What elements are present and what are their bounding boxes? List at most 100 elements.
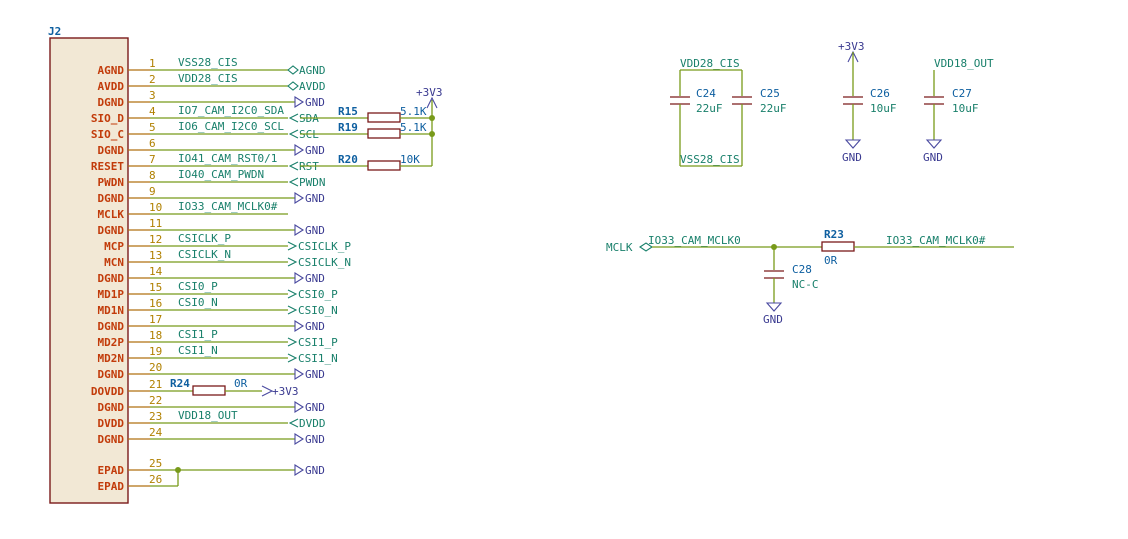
mclk-port-label: MCLK bbox=[606, 241, 633, 254]
pin-number: 17 bbox=[149, 313, 162, 326]
mclk-left-net: IO33_CAM_MCLK0 bbox=[648, 234, 741, 247]
connector-body bbox=[49, 37, 129, 504]
pin-name: MD1N bbox=[98, 304, 125, 317]
pin-number: 19 bbox=[149, 345, 162, 358]
pin-number: 24 bbox=[149, 426, 163, 439]
pin-number: 23 bbox=[149, 410, 162, 423]
r19-body bbox=[367, 128, 401, 139]
pin-name: DGND bbox=[98, 320, 125, 333]
r15-body bbox=[367, 112, 401, 123]
pin-number: 12 bbox=[149, 233, 162, 246]
pin-name: MCP bbox=[104, 240, 124, 253]
pin-number: 3 bbox=[149, 89, 156, 102]
port-label: CSICLK_N bbox=[298, 256, 351, 269]
r19-ref: R19 bbox=[338, 121, 358, 134]
net-label: VDD18_OUT bbox=[178, 409, 238, 422]
mclk-group: MCLK IO33_CAM_MCLK0 R23 0R IO33_CAM_MCLK… bbox=[606, 228, 1014, 326]
r24-value: 0R bbox=[234, 377, 248, 390]
c25-value: 22uF bbox=[760, 102, 787, 115]
r23-ref: R23 bbox=[824, 228, 844, 241]
c28-ref: C28 bbox=[792, 263, 812, 276]
c26-gnd-label: GND bbox=[842, 151, 862, 164]
c24-ref: C24 bbox=[696, 87, 716, 100]
c26-value: 10uF bbox=[870, 102, 897, 115]
r20-value: 10K bbox=[400, 153, 420, 166]
r20-ref: R20 bbox=[338, 153, 358, 166]
net-label: CSI0_P bbox=[178, 280, 218, 293]
pin-name: DGND bbox=[98, 224, 125, 237]
pullup-3v3-label: +3V3 bbox=[416, 86, 443, 99]
net-label: CSI1_P bbox=[178, 328, 218, 341]
pin-number: 21 bbox=[149, 378, 162, 391]
c27-value: 10uF bbox=[952, 102, 979, 115]
c27-top-net: VDD18_OUT bbox=[934, 57, 994, 70]
c24-bot-net: VSS28_CIS bbox=[680, 153, 740, 166]
pin-name: MD2P bbox=[98, 336, 125, 349]
net-label: IO33_CAM_MCLK0# bbox=[178, 200, 278, 213]
pin-number: 13 bbox=[149, 249, 162, 262]
net-label: VDD28_CIS bbox=[178, 72, 238, 85]
pin-name: DGND bbox=[98, 401, 125, 414]
r24-3v3-label: +3V3 bbox=[272, 385, 299, 398]
connector-ref: J2 bbox=[48, 25, 61, 38]
c26-ref: C26 bbox=[870, 87, 890, 100]
c26-group: +3V3 GND C26 10uF bbox=[838, 40, 897, 164]
port-label: PWDN bbox=[299, 176, 326, 189]
pin-number: 6 bbox=[149, 137, 156, 150]
pin-name: EPAD bbox=[98, 464, 125, 477]
c28-gnd-label: GND bbox=[763, 313, 783, 326]
r24-group: R24 0R +3V3 bbox=[150, 377, 299, 398]
c25-ref: C25 bbox=[760, 87, 780, 100]
pin-number: 4 bbox=[149, 105, 156, 118]
gnd-port: GND bbox=[305, 433, 325, 446]
port-label: CSI1_P bbox=[298, 336, 338, 349]
r20-body bbox=[367, 160, 401, 171]
c27-ref: C27 bbox=[952, 87, 972, 100]
pin-26: EPAD 26 bbox=[98, 473, 178, 493]
c27-group: VDD18_OUT GND C27 10uF bbox=[923, 57, 994, 164]
net-label: CSI0_N bbox=[178, 296, 218, 309]
r23-value: 0R bbox=[824, 254, 838, 267]
pin-name: DVDD bbox=[98, 417, 125, 430]
pin-name: EPAD bbox=[98, 480, 125, 493]
pin-name: MCN bbox=[104, 256, 124, 269]
net-label: CSICLK_P bbox=[178, 232, 231, 245]
pin-name: DGND bbox=[98, 144, 125, 157]
gnd-port: GND bbox=[305, 144, 325, 157]
pin-name: DGND bbox=[98, 433, 125, 446]
gnd-port: GND bbox=[305, 224, 325, 237]
pin-number: 20 bbox=[149, 361, 162, 374]
pin-name: PWDN bbox=[98, 176, 125, 189]
net-label: IO6_CAM_I2C0_SCL bbox=[178, 120, 284, 133]
net-label: IO7_CAM_I2C0_SDA bbox=[178, 104, 284, 117]
net-label: IO41_CAM_RST0/1 bbox=[178, 152, 277, 165]
port-label: AGND bbox=[299, 64, 326, 77]
pin-number: 26 bbox=[149, 473, 162, 486]
pin-number: 25 bbox=[149, 457, 162, 470]
pullup-network: R15 5.1K R19 5.1K R20 10K +3V3 bbox=[300, 86, 443, 171]
pin-number: 7 bbox=[149, 153, 156, 166]
net-label: CSI1_N bbox=[178, 344, 218, 357]
r19-value: 5.1K bbox=[400, 121, 427, 134]
pin-number: 16 bbox=[149, 297, 162, 310]
pin-name: DGND bbox=[98, 192, 125, 205]
port-label: CSICLK_P bbox=[298, 240, 351, 253]
gnd-port: GND bbox=[305, 464, 325, 477]
pin-number: 5 bbox=[149, 121, 156, 134]
